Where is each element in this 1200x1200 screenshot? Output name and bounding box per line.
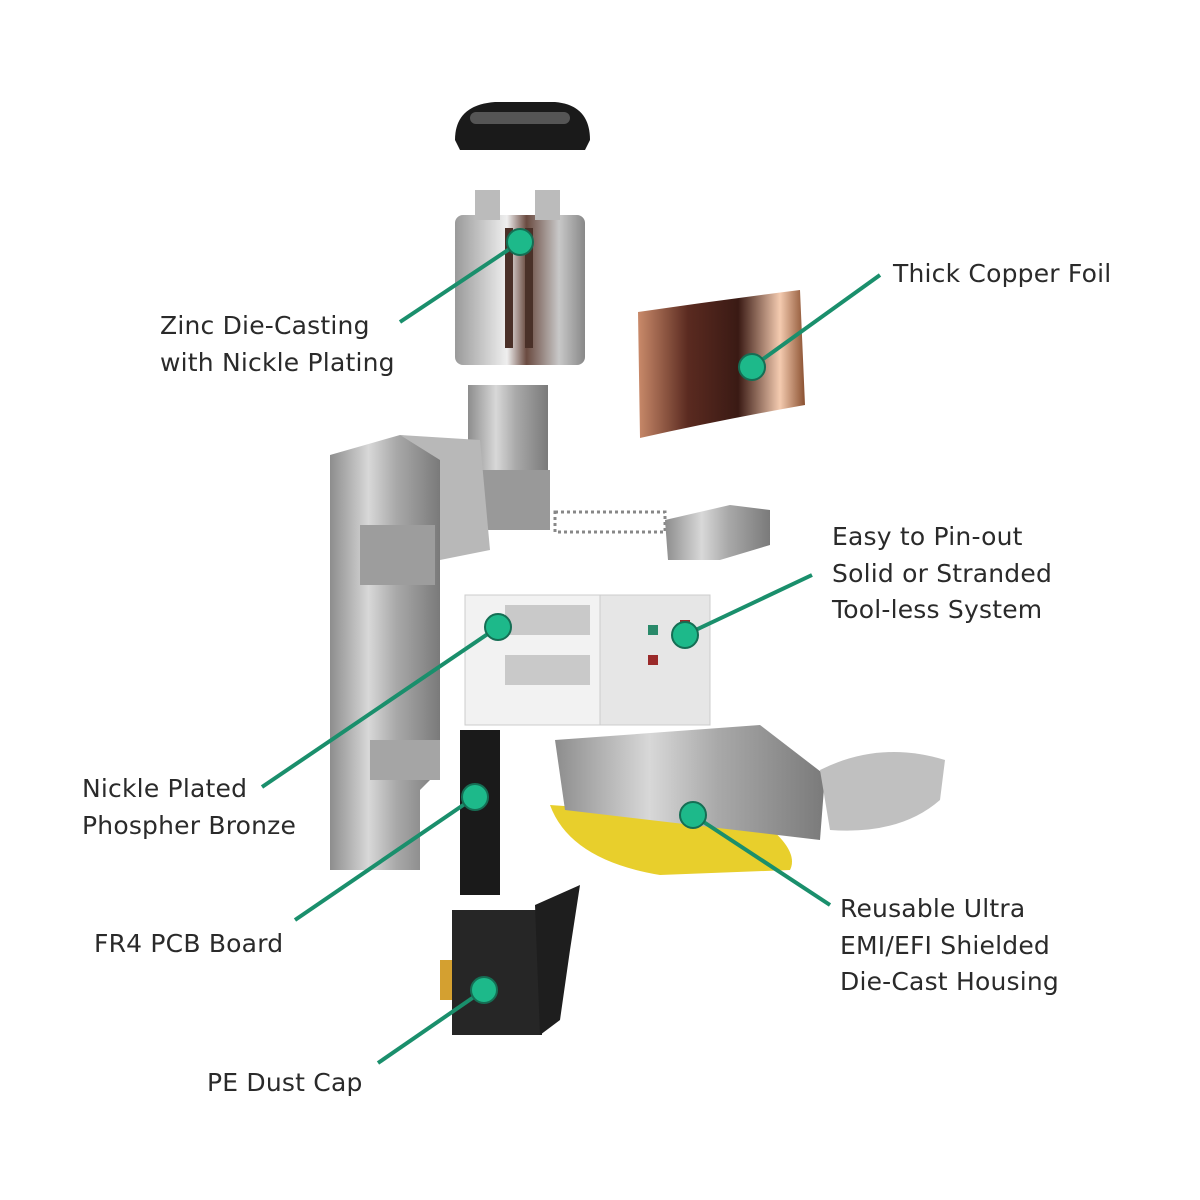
callout-line-dustcap [376, 988, 486, 1065]
label-line: Nickle Plated [82, 774, 248, 803]
label-pcb: FR4 PCB Board [94, 926, 283, 963]
label-line: Tool-less System [832, 595, 1043, 624]
clip [665, 505, 770, 560]
callout-dot-copper [738, 353, 766, 381]
callout-dot-pinout [671, 621, 699, 649]
callouts [260, 228, 882, 1065]
copper-foil [638, 290, 805, 438]
callout-line-housing [691, 813, 832, 907]
inner-sleeve [468, 385, 550, 530]
spring [553, 510, 667, 534]
pcb-board [460, 730, 500, 895]
main-shield-body [330, 435, 490, 870]
label-line: Die-Cast Housing [840, 967, 1059, 996]
zinc-die-casting [455, 190, 585, 365]
label-line: Reusable Ultra [840, 894, 1026, 923]
callout-line-pinout [684, 573, 813, 637]
label-line: PE Dust Cap [207, 1068, 363, 1097]
label-line: EMI/EFI Shielded [840, 930, 1050, 960]
label-line: Zinc Die-Casting [160, 311, 370, 340]
callout-line-zinc [398, 240, 522, 324]
top-cap [455, 102, 590, 150]
label-line: FR4 PCB Board [94, 929, 284, 958]
label-dust-cap: PE Dust Cap [207, 1065, 363, 1102]
label-zinc: Zinc Die-Casting with Nickle Plating [160, 308, 395, 381]
label-line: Solid or Stranded [832, 558, 1053, 588]
dust-cap [440, 885, 580, 1035]
label-line: with Nickle Plating [160, 347, 395, 377]
callout-dot-nickle [484, 613, 512, 641]
callout-dot-dustcap [470, 976, 498, 1004]
callout-line-pcb [293, 795, 477, 922]
label-line: Thick Copper Foil [893, 259, 1112, 288]
callout-dot-housing [679, 801, 707, 829]
callout-dot-pcb [461, 783, 489, 811]
label-line: Phospher Bronze [82, 810, 297, 840]
callout-line-copper [750, 273, 882, 369]
callout-line-nickle [260, 625, 500, 789]
callout-dot-zinc [506, 228, 534, 256]
label-line: Easy to Pin-out [832, 522, 1023, 551]
label-copper-foil: Thick Copper Foil [893, 256, 1111, 293]
die-cast-housing [550, 725, 945, 875]
